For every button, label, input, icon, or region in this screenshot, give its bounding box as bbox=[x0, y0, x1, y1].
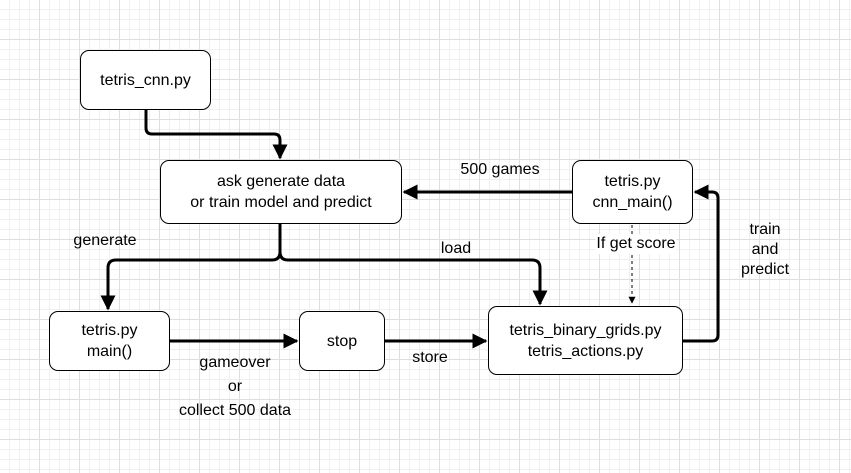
node-tetris-cnn: tetris_cnn.py bbox=[80, 50, 211, 110]
edge-label-generate: generate bbox=[73, 232, 137, 249]
node-cnn-main: tetris.py cnn_main() bbox=[572, 160, 693, 224]
edge-label-train-predict: train and predict bbox=[740, 221, 790, 278]
node-label: tetris_binary_grids.py bbox=[509, 321, 662, 339]
edge-label-gameover: gameover or collect 500 data bbox=[178, 354, 292, 419]
edge-ask-to-grids bbox=[278, 251, 548, 306]
node-stop: stop bbox=[299, 311, 385, 371]
node-label: main() bbox=[86, 343, 133, 360]
node-label: tetris.py bbox=[81, 322, 138, 339]
edge-label-if-get-score: If get score bbox=[595, 234, 677, 254]
edge-label-500-games: 500 games bbox=[460, 161, 540, 178]
node-label: cnn_main() bbox=[592, 194, 673, 211]
node-ask-generate: ask generate data or train model and pre… bbox=[160, 160, 402, 224]
node-label: tetris.py bbox=[604, 173, 661, 190]
edge-grids-to-cnnmain bbox=[683, 184, 720, 343]
edge-cnn-to-ask bbox=[144, 110, 288, 160]
edge-label-store: store bbox=[412, 349, 448, 366]
node-label: tetris_actions.py bbox=[527, 342, 644, 360]
node-main: tetris.py main() bbox=[49, 311, 170, 371]
node-binary-grids: tetris_binary_grids.py tetris_actions.py bbox=[488, 306, 683, 375]
node-label: stop bbox=[326, 332, 358, 350]
node-label: ask generate data bbox=[216, 173, 346, 190]
node-label: or train model and predict bbox=[190, 194, 372, 211]
edge-label-load: load bbox=[440, 240, 472, 257]
node-label: tetris_cnn.py bbox=[100, 71, 191, 89]
